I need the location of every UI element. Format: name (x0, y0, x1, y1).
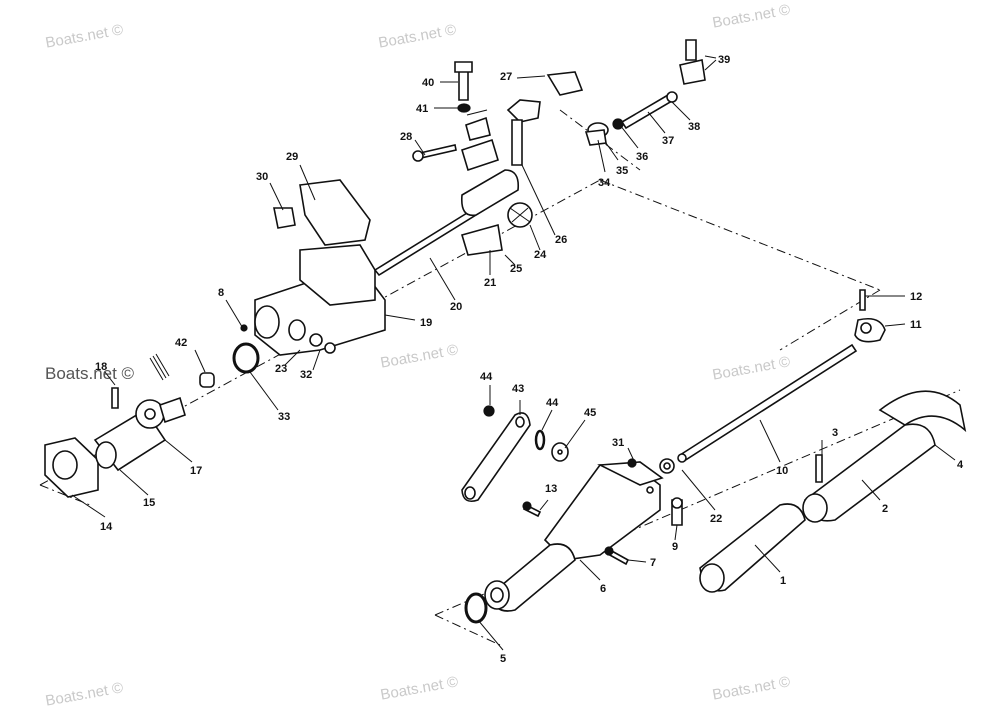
callout-6: 6 (600, 583, 606, 595)
callout-42: 42 (175, 337, 187, 349)
callout-35: 35 (616, 165, 628, 177)
leader-lines (71, 55, 956, 651)
callout-7: 7 (650, 557, 656, 569)
callout-37: 37 (662, 135, 674, 147)
collar-part (854, 289, 886, 343)
callout-44a: 44 (480, 371, 493, 383)
callout-4: 4 (957, 459, 964, 471)
callout-14: 14 (100, 521, 113, 533)
callout-33: 33 (278, 411, 290, 423)
callout-5: 5 (500, 653, 506, 665)
callout-20: 20 (450, 301, 462, 313)
callout-40: 40 (422, 77, 434, 89)
callout-27: 27 (500, 71, 512, 83)
callout-31: 31 (612, 437, 624, 449)
callout-9: 9 (672, 541, 678, 553)
linkage-upper-right-part (546, 39, 706, 146)
callout-24: 24 (534, 249, 547, 261)
callout-45: 45 (584, 407, 596, 419)
callout-26: 26 (555, 234, 567, 246)
callout-17: 17 (190, 465, 202, 477)
callout-32: 32 (300, 369, 312, 381)
callout-12: 12 (910, 291, 922, 303)
callout-30: 30 (256, 171, 268, 183)
callout-23: 23 (275, 363, 287, 375)
gear-assembly-part (373, 99, 541, 277)
shaft-part (677, 343, 858, 463)
callout-22: 22 (710, 513, 722, 525)
callout-18: 18 (95, 361, 107, 373)
callout-38: 38 (688, 121, 700, 133)
callout-13: 13 (545, 483, 557, 495)
main-bracket-part (240, 179, 386, 356)
tiller-bracket-part (484, 461, 664, 612)
callout-1: 1 (780, 575, 786, 587)
callout-19: 19 (420, 317, 432, 329)
callout-2: 2 (882, 503, 888, 515)
pin-part (815, 454, 823, 483)
coupler-assembly-part (44, 353, 215, 498)
callout-11: 11 (910, 319, 922, 331)
callout-29: 29 (286, 151, 298, 163)
callout-36: 36 (636, 151, 648, 163)
callout-41: 41 (416, 103, 428, 115)
bolts-upper (412, 61, 473, 162)
callout-28: 28 (400, 131, 412, 143)
washer-part (464, 592, 488, 624)
ring-washer-part (232, 342, 260, 374)
callout-25: 25 (510, 263, 522, 275)
callout-3: 3 (832, 427, 838, 439)
watermark-left-mid: Boats.net © (45, 364, 135, 383)
callout-34: 34 (598, 177, 611, 189)
callout-8: 8 (218, 287, 224, 299)
callout-39: 39 (718, 54, 730, 66)
callout-43: 43 (512, 383, 524, 395)
callout-15: 15 (143, 497, 155, 509)
tiller-grip-part (699, 503, 806, 593)
callout-10: 10 (776, 465, 788, 477)
callout-labels: 1 2 3 4 5 6 7 8 9 10 11 12 13 14 15 17 1… (95, 54, 964, 665)
callout-21: 21 (484, 277, 496, 289)
link-arm-part (461, 405, 569, 503)
callout-44b: 44 (546, 397, 559, 409)
